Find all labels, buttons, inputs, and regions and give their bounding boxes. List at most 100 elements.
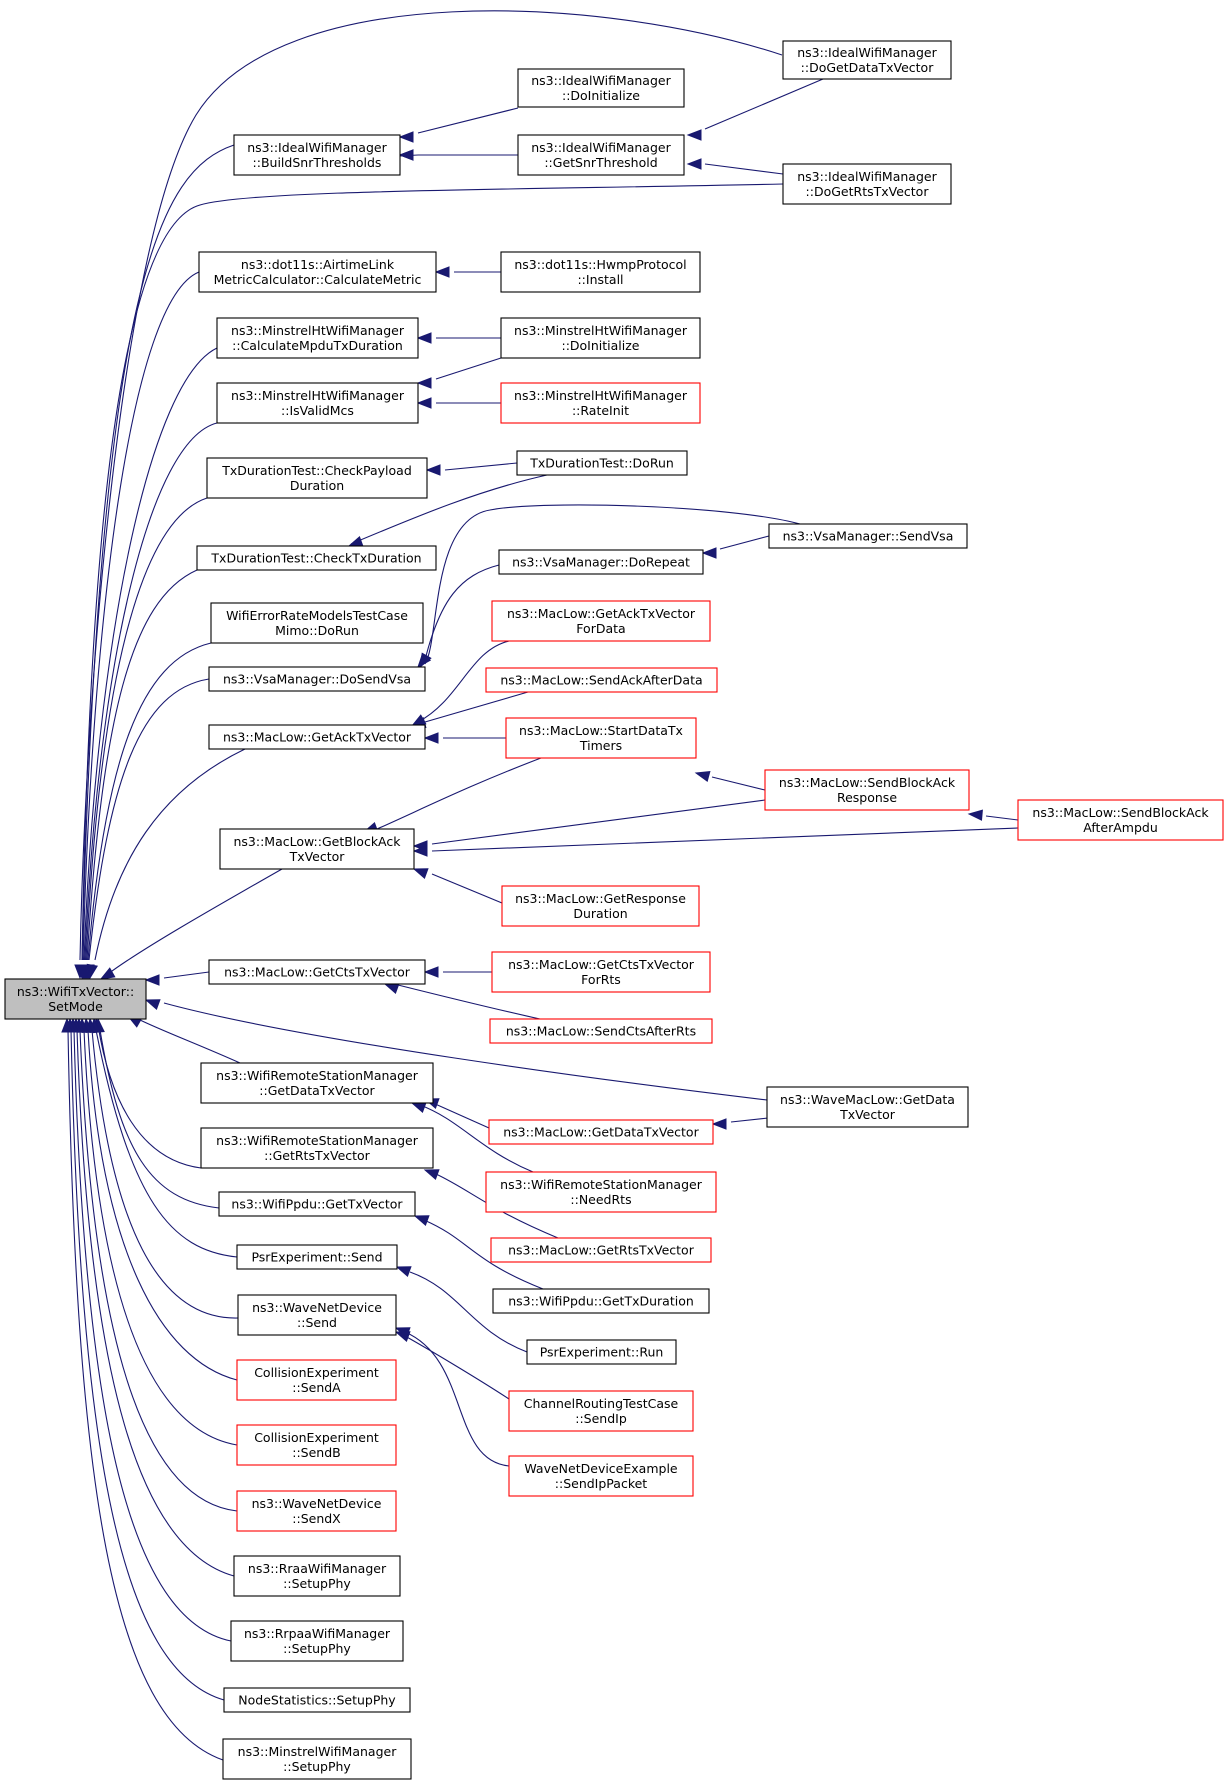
node-dot11s-calc[interactable]: ns3::dot11s::AirtimeLinkMetricCalculator… [198, 251, 437, 293]
node-ideal-dogetrts[interactable]: ns3::IdealWifiManager::DoGetRtsTxVector [782, 163, 952, 205]
node-minht-calcmpdu[interactable]: ns3::MinstrelHtWifiManager::CalculateMpd… [216, 317, 419, 359]
node-box[interactable] [488, 1119, 714, 1145]
node-wifippdu-gettx[interactable]: ns3::WifiPpdu::GetTxVector [218, 1191, 416, 1217]
node-maclow-getrts[interactable]: ns3::MacLow::GetRtsTxVector [490, 1237, 712, 1263]
node-minstrel-setupphy[interactable]: ns3::MinstrelWifiManager::SetupPhy [222, 1738, 412, 1780]
node-root[interactable]: ns3::WifiTxVector::SetMode [4, 978, 147, 1020]
node-minht-isvalid[interactable]: ns3::MinstrelHtWifiManager::IsValidMcs [216, 382, 419, 424]
node-channelrouting-sendip[interactable]: ChannelRoutingTestCase::SendIp [508, 1390, 694, 1432]
node-minht-rateinit[interactable]: ns3::MinstrelHtWifiManager::RateInit [500, 382, 701, 424]
node-ideal-getsnr[interactable]: ns3::IdealWifiManager::GetSnrThreshold [517, 134, 685, 176]
node-box[interactable] [498, 549, 704, 575]
node-wrsm-needrts[interactable]: ns3::WifiRemoteStationManager::NeedRts [485, 1171, 717, 1213]
node-box[interactable] [766, 1086, 969, 1128]
node-box[interactable] [485, 667, 718, 693]
node-box[interactable] [210, 602, 424, 644]
node-wavemaclow-getdata[interactable]: ns3::WaveMacLow::GetDataTxVector [766, 1086, 969, 1128]
node-box[interactable] [218, 1191, 416, 1217]
node-collision-senda[interactable]: CollisionExperiment::SendA [236, 1359, 397, 1401]
node-box[interactable] [500, 317, 701, 359]
node-dot11s-install[interactable]: ns3::dot11s::HwmpProtocol::Install [500, 251, 701, 293]
node-nodestats-setupphy[interactable]: NodeStatistics::SetupPhy [223, 1687, 411, 1713]
node-wrsm-getrts[interactable]: ns3::WifiRemoteStationManager::GetRtsTxV… [200, 1127, 434, 1169]
node-maclow-getdata[interactable]: ns3::MacLow::GetDataTxVector [488, 1119, 714, 1145]
node-ideal-buildsnr[interactable]: ns3::IdealWifiManager::BuildSnrThreshold… [233, 134, 401, 176]
node-box[interactable] [223, 1687, 411, 1713]
node-maclow-sendackafterdata[interactable]: ns3::MacLow::SendAckAfterData [485, 667, 718, 693]
node-box[interactable] [208, 724, 426, 750]
node-box[interactable] [236, 1424, 397, 1466]
node-psr-send[interactable]: PsrExperiment::Send [236, 1244, 398, 1270]
node-maclow-getack[interactable]: ns3::MacLow::GetAckTxVector [208, 724, 426, 750]
node-box[interactable] [216, 317, 419, 359]
node-box[interactable] [1017, 799, 1224, 841]
node-minht-doinit[interactable]: ns3::MinstrelHtWifiManager::DoInitialize [500, 317, 701, 359]
node-box[interactable] [508, 1390, 694, 1432]
node-box[interactable] [236, 1490, 397, 1532]
node-txdur-checktx[interactable]: TxDurationTest::CheckTxDuration [196, 545, 437, 571]
node-box[interactable] [768, 523, 968, 549]
node-box[interactable] [517, 68, 685, 108]
node-box[interactable] [236, 1359, 397, 1401]
node-box[interactable] [198, 251, 437, 293]
node-collision-sendb[interactable]: CollisionExperiment::SendB [236, 1424, 397, 1466]
node-wifippdu-gettxdur[interactable]: ns3::WifiPpdu::GetTxDuration [492, 1288, 710, 1314]
node-box[interactable] [200, 1062, 434, 1104]
node-box[interactable] [517, 134, 685, 176]
node-box[interactable] [501, 885, 700, 927]
node-box[interactable] [489, 1018, 713, 1044]
node-box[interactable] [196, 545, 437, 571]
node-wavenet-sendx[interactable]: ns3::WaveNetDevice::SendX [236, 1490, 397, 1532]
node-box[interactable] [490, 1237, 712, 1263]
node-box[interactable] [491, 600, 711, 642]
node-vsa-dorepeat[interactable]: ns3::VsaManager::DoRepeat [498, 549, 704, 575]
node-psr-run[interactable]: PsrExperiment::Run [526, 1339, 677, 1365]
node-box[interactable] [222, 1738, 412, 1780]
node-box[interactable] [237, 1294, 397, 1336]
node-ideal-dogetdata[interactable]: ns3::IdealWifiManager::DoGetDataTxVector [782, 40, 952, 80]
node-box[interactable] [200, 1127, 434, 1169]
node-wrsm-getdata[interactable]: ns3::WifiRemoteStationManager::GetDataTx… [200, 1062, 434, 1104]
node-box[interactable] [764, 769, 970, 811]
node-box[interactable] [505, 717, 697, 759]
node-wavenetexample-sendippacket[interactable]: WaveNetDeviceExample::SendIpPacket [508, 1455, 694, 1497]
node-box[interactable] [500, 382, 701, 424]
node-box[interactable] [230, 1620, 404, 1662]
node-box[interactable] [500, 251, 701, 293]
node-box[interactable] [206, 457, 428, 499]
node-wavenet-send[interactable]: ns3::WaveNetDevice::Send [237, 1294, 397, 1336]
node-box[interactable] [233, 1555, 401, 1597]
node-box[interactable] [208, 666, 426, 692]
node-rraa-setupphy[interactable]: ns3::RraaWifiManager::SetupPhy [233, 1555, 401, 1597]
node-txdur-dorun[interactable]: TxDurationTest::DoRun [516, 450, 688, 476]
node-box[interactable] [208, 959, 426, 985]
node-box[interactable] [491, 951, 711, 993]
node-box[interactable] [508, 1455, 694, 1497]
node-box[interactable] [782, 40, 952, 80]
node-box[interactable] [485, 1171, 717, 1213]
node-maclow-sendctsafterrts[interactable]: ns3::MacLow::SendCtsAfterRts [489, 1018, 713, 1044]
node-box[interactable] [233, 134, 401, 176]
node-vsa-sendvsa[interactable]: ns3::VsaManager::SendVsa [768, 523, 968, 549]
node-vsa-dosendvsa[interactable]: ns3::VsaManager::DoSendVsa [208, 666, 426, 692]
node-box[interactable] [4, 978, 147, 1020]
node-box[interactable] [219, 828, 415, 870]
node-box[interactable] [236, 1244, 398, 1270]
node-box[interactable] [216, 382, 419, 424]
node-maclow-getcts[interactable]: ns3::MacLow::GetCtsTxVector [208, 959, 426, 985]
node-box[interactable] [492, 1288, 710, 1314]
node-ideal-doinit[interactable]: ns3::IdealWifiManager::DoInitialize [517, 68, 685, 108]
node-box[interactable] [526, 1339, 677, 1365]
node-rrpaa-setupphy[interactable]: ns3::RrpaaWifiManager::SetupPhy [230, 1620, 404, 1662]
node-box[interactable] [782, 163, 952, 205]
node-box[interactable] [516, 450, 688, 476]
